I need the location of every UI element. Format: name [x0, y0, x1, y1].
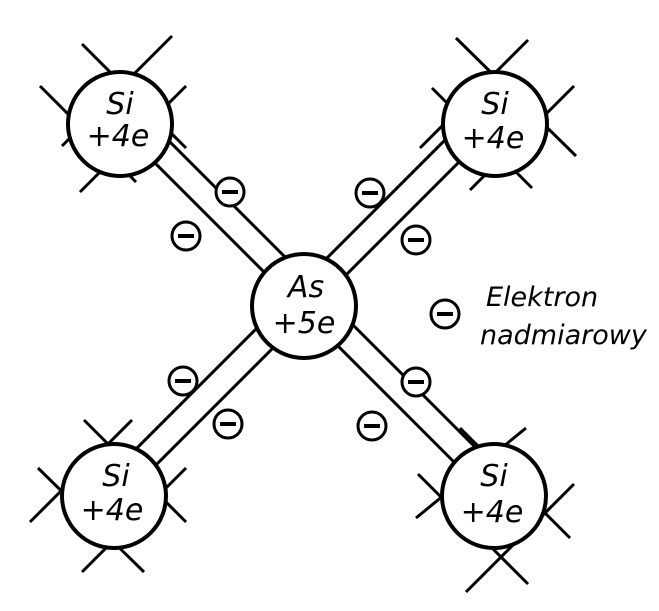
atom-symbol: Si — [106, 87, 134, 122]
atom-circle — [250, 252, 358, 360]
electron-icon — [400, 366, 432, 398]
electron-icon — [356, 410, 388, 442]
atom-top-right: Si +4e — [441, 70, 549, 178]
atom-symbol: Si — [481, 87, 509, 122]
atom-symbol: Si — [480, 459, 508, 494]
atom-circle — [440, 442, 548, 550]
atom-circle — [441, 70, 549, 178]
legend-label-line1: Elektron — [486, 282, 598, 313]
atom-circle — [66, 70, 174, 178]
atom-charge: +4e — [87, 119, 150, 154]
legend-label-line2: nadmiarowy — [480, 320, 648, 351]
electron-icon — [170, 220, 202, 252]
atom-top-left: Si +4e — [66, 70, 174, 178]
electron-icon — [354, 177, 386, 209]
electron-icon — [212, 408, 244, 440]
electron-icon — [214, 176, 246, 208]
atom-charge: +4e — [461, 495, 524, 530]
atom-charge: +4e — [81, 493, 144, 528]
legend: Elektron nadmiarowy — [429, 282, 648, 351]
atom-symbol: Si — [102, 459, 130, 494]
atom-symbol: As — [286, 270, 324, 305]
atom-circle — [60, 442, 168, 550]
atom-charge: +4e — [462, 121, 525, 156]
atom-charge: +5e — [273, 306, 336, 341]
legend-electron-icon — [429, 298, 461, 330]
atom-bottom-left: Si +4e — [60, 442, 168, 550]
electron-icon — [400, 224, 432, 256]
electron-icon — [167, 365, 199, 397]
atom-bottom-right: Si +4e — [440, 442, 548, 550]
electrons — [167, 176, 432, 442]
atom-center: As +5e — [250, 252, 358, 360]
